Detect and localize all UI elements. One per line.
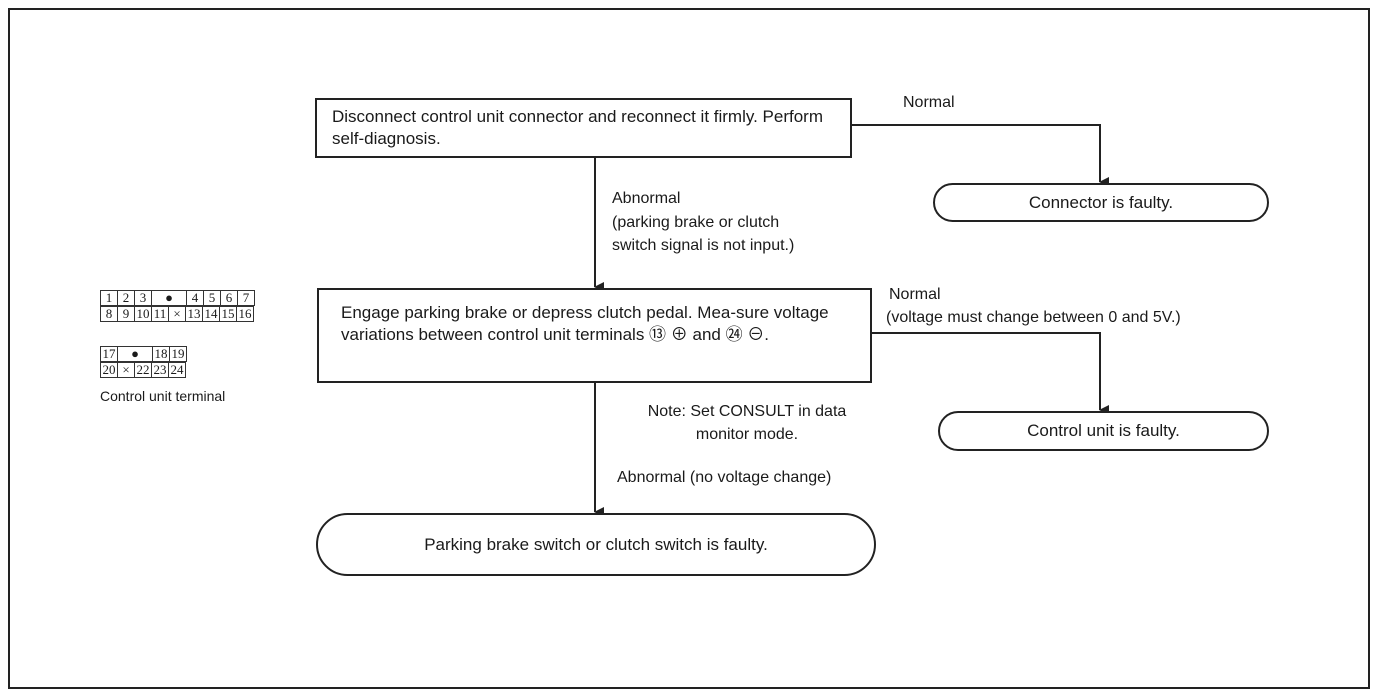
terminal-cell: 19: [169, 346, 187, 362]
result-connector-faulty-text: Connector is faulty.: [1028, 192, 1174, 212]
terminal-cell: 9: [117, 306, 135, 322]
step-measure-voltage-text: Engage parking brake or depress clutch p…: [341, 303, 829, 344]
terminal-cell: 18: [152, 346, 170, 362]
result-connector-faulty: Connector is faulty.: [933, 183, 1269, 222]
result-switch-faulty-text: Parking brake switch or clutch switch is…: [424, 534, 768, 554]
result-control-unit-faulty-text: Control unit is faulty.: [1027, 421, 1180, 440]
terminal-cell: 24: [168, 362, 186, 378]
terminal-cell: 1: [100, 290, 118, 306]
label-abnormal-1-line1: (parking brake or clutch: [612, 214, 780, 231]
terminal-cell: 6: [220, 290, 238, 306]
step-measure-voltage: Engage parking brake or depress clutch p…: [317, 288, 872, 383]
connector-third-grid: 17 ● 18 19: [100, 346, 187, 362]
terminal-key-dot: ●: [151, 290, 187, 306]
terminal-cell: 8: [100, 306, 118, 322]
label-normal-2-title: Normal: [889, 286, 941, 303]
note-consult-line2: monitor mode.: [695, 426, 799, 443]
terminal-key-dot: ●: [117, 346, 153, 362]
label-abnormal-2: Abnormal (no voltage change): [617, 469, 832, 486]
result-control-unit-faulty: Control unit is faulty.: [938, 411, 1269, 451]
arrow-normal-2: [872, 332, 1109, 415]
terminal-cell: 14: [202, 306, 220, 322]
connector-row-2: 8 9 10 11 × 13 14 15 16: [100, 306, 254, 322]
step-disconnect-reconnect-text: Disconnect control unit connector and re…: [332, 107, 824, 148]
connector-second-grid: 8 9 10 11 × 13 14 15 16: [100, 306, 254, 322]
terminal-cell: 2: [117, 290, 135, 306]
connector-row-3: 17 ● 18 19: [100, 346, 187, 362]
arrow-normal-1: [852, 124, 1109, 187]
terminal-cell: 13: [185, 306, 203, 322]
terminal-cell: 20: [100, 362, 118, 378]
label-abnormal-1-title: Abnormal: [612, 190, 681, 207]
terminal-cell: 16: [236, 306, 254, 322]
diagram-frame: [8, 8, 1370, 689]
terminal-cell: 17: [100, 346, 118, 362]
terminal-cell: 5: [203, 290, 221, 306]
terminal-cell: 15: [219, 306, 237, 322]
note-consult-line1: Note: Set CONSULT in data: [647, 403, 847, 420]
connector-top-grid: 1 2 3 ● 4 5 6 7: [100, 290, 255, 306]
terminal-cell: 23: [151, 362, 169, 378]
connector-row-1: 1 2 3 ● 4 5 6 7: [100, 290, 255, 306]
connector-fourth-grid: 20 × 22 23 24: [100, 362, 186, 378]
terminal-cell: 10: [134, 306, 152, 322]
label-abnormal-1-line2: switch signal is not input.): [612, 237, 795, 254]
terminal-cell: 4: [186, 290, 204, 306]
label-normal-1: Normal: [903, 94, 955, 111]
label-normal-2-detail: (voltage must change between 0 and 5V.): [886, 309, 1181, 326]
connector-row-4: 20 × 22 23 24: [100, 362, 186, 378]
terminal-unused-x: ×: [117, 362, 135, 378]
terminal-cell: 11: [151, 306, 169, 322]
terminal-cell: 22: [134, 362, 152, 378]
connector-caption: Control unit terminal: [100, 388, 226, 404]
step-disconnect-reconnect: Disconnect control unit connector and re…: [315, 98, 852, 158]
terminal-unused-x: ×: [168, 306, 186, 322]
result-switch-faulty: Parking brake switch or clutch switch is…: [316, 513, 876, 576]
terminal-cell: 7: [237, 290, 255, 306]
terminal-cell: 3: [134, 290, 152, 306]
